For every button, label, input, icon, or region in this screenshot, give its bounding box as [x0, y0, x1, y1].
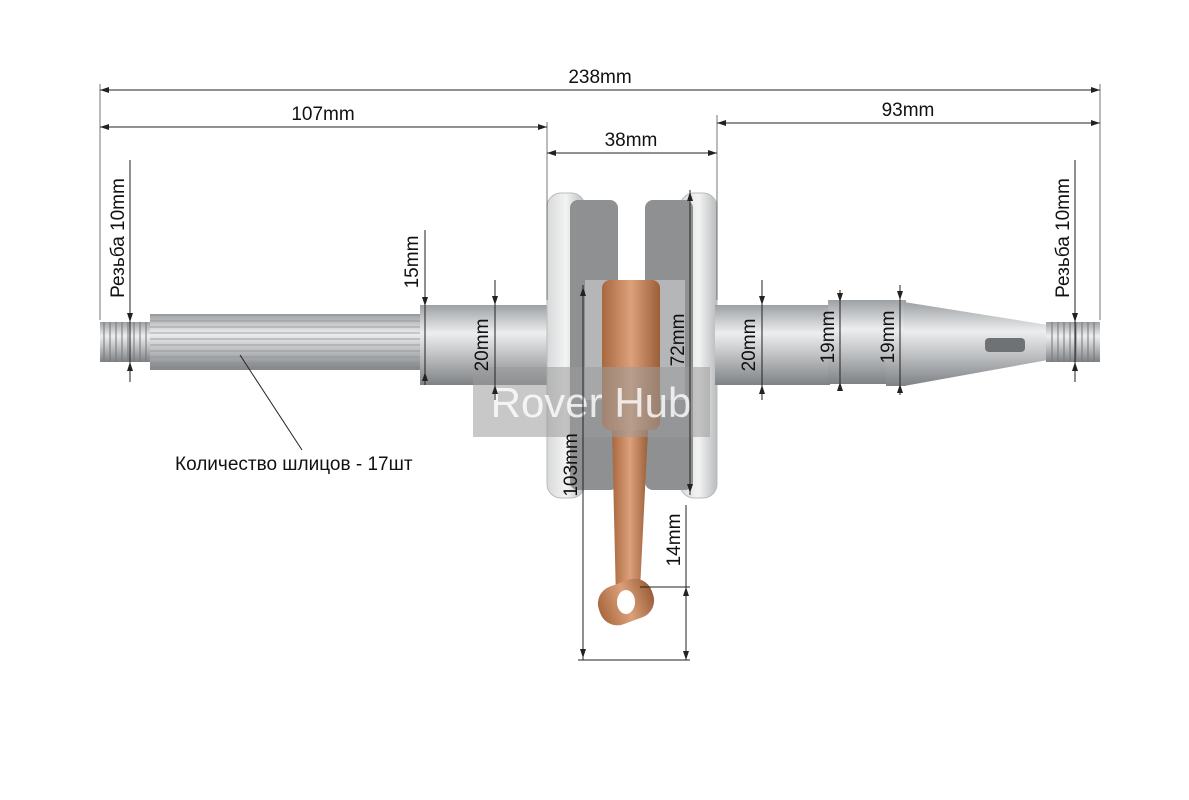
right-step-1 [828, 300, 888, 384]
svg-text:38mm: 38mm [605, 130, 658, 151]
thread-ridges-right [1051, 322, 1095, 362]
dim-left-shaft-length: 107mm [100, 104, 547, 130]
svg-text:238mm: 238mm [568, 67, 631, 88]
dim-small-end-diameter: 14mm [640, 505, 690, 660]
right-thread [1046, 322, 1100, 362]
svg-text:14mm: 14mm [664, 514, 685, 567]
dim-left-thread: Резьба 10mm [108, 160, 133, 382]
right-step-2 [886, 300, 906, 386]
dim-right-step-2-diameter: 19mm [878, 285, 903, 395]
dim-right-step-1-diameter: 19mm [818, 290, 843, 391]
left-thread [100, 322, 154, 362]
dim-conrod-length: 103mm [561, 285, 690, 661]
svg-text:107mm: 107mm [291, 104, 354, 125]
watermark: Rover Hub [473, 367, 710, 437]
svg-text:19mm: 19mm [878, 311, 899, 364]
svg-text:93mm: 93mm [882, 100, 935, 121]
svg-text:Количество шлицов - 17шт: Количество шлицов - 17шт [175, 454, 413, 475]
dim-flywheel-diameter: 72mm [668, 190, 693, 495]
conrod-beam [612, 430, 648, 620]
right-journal [715, 305, 830, 385]
dim-right-thread: Резьба 10mm [1053, 160, 1078, 382]
svg-text:19mm: 19mm [818, 311, 839, 364]
spline-count-callout: Количество шлицов - 17шт [175, 354, 413, 475]
svg-text:15mm: 15mm [402, 236, 423, 289]
right-taper [904, 302, 1048, 386]
dim-spline-diameter: 15mm [402, 230, 428, 385]
svg-text:20mm: 20mm [739, 319, 760, 372]
keyway [985, 338, 1025, 352]
svg-text:72mm: 72mm [668, 314, 689, 367]
svg-text:Rover Hub: Rover Hub [491, 379, 692, 426]
svg-text:Резьба 10mm: Резьба 10mm [108, 178, 129, 298]
dim-right-journal-diameter: 20mm [739, 280, 765, 400]
dim-left-journal-diameter: 20mm [472, 280, 498, 400]
svg-text:103mm: 103mm [561, 433, 582, 496]
dim-total-length: 238mm [100, 67, 1100, 93]
svg-text:20mm: 20mm [472, 319, 493, 372]
dim-right-shaft-length: 93mm [717, 100, 1100, 126]
svg-text:Резьба 10mm: Резьба 10mm [1053, 178, 1074, 298]
thread-ridges-left [103, 322, 147, 362]
dim-crank-width: 38mm [547, 130, 717, 156]
